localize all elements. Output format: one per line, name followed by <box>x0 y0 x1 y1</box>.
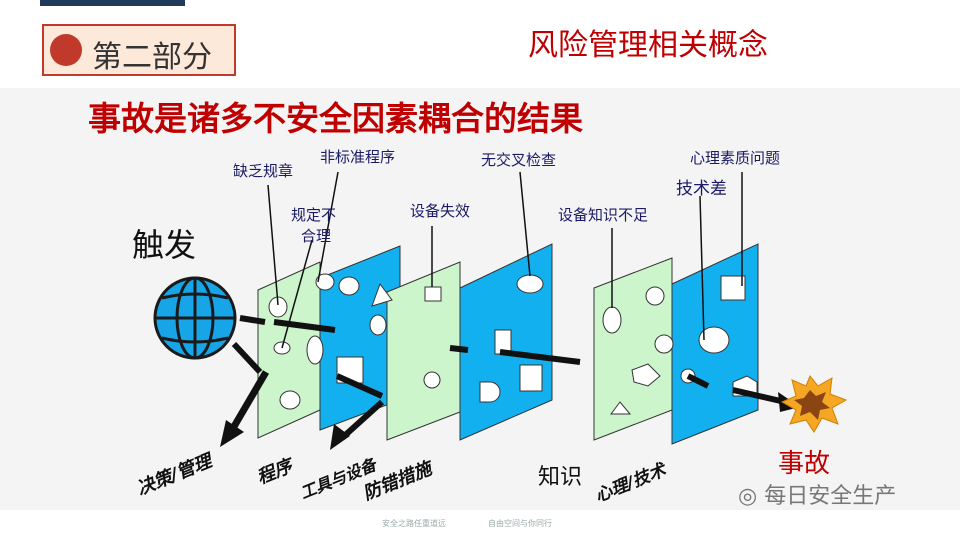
top-accent-bar <box>40 0 185 6</box>
layer-label-procedure: 程序 <box>254 455 298 489</box>
label-lack-rules: 缺乏规章 <box>233 162 293 180</box>
label-lack-equip-knowledge: 设备知识不足 <box>558 206 648 224</box>
layer-label-management: 决策/管理 <box>134 450 218 500</box>
footer-left: 安全之路任重道远 <box>382 519 446 528</box>
explosion-icon <box>780 375 848 433</box>
label-equip-fail: 设备失效 <box>410 202 470 220</box>
globe-icon <box>153 276 237 360</box>
label-psych: 心理素质问题 <box>690 149 780 167</box>
plane-tools <box>386 261 461 441</box>
section-badge: 第二部分 <box>42 24 236 76</box>
layer-label-psych-tech: 心理/技术 <box>592 460 670 507</box>
slide-heading: 事故是诸多不安全因素耦合的结果 <box>88 99 583 138</box>
label-rules-unreasonable-1: 规定不 <box>291 206 336 224</box>
trigger-label: 触发 <box>132 226 196 264</box>
footer-right: 自由空间与你同行 <box>488 519 552 528</box>
section-badge-label: 第二部分 <box>92 40 212 75</box>
label-rules-unreasonable-2: 合理 <box>301 227 331 245</box>
accident-label: 事故 <box>778 449 830 479</box>
layer-label-knowledge: 知识 <box>538 465 582 490</box>
watermark: ◎ 每日安全生产 <box>738 478 896 510</box>
label-poor-skill: 技术差 <box>676 179 727 199</box>
magnifier-icon <box>50 34 82 66</box>
label-nonstandard: 非标准程序 <box>320 148 395 166</box>
label-no-crosscheck: 无交叉检查 <box>481 151 556 169</box>
wechat-icon: ◎ <box>738 484 765 509</box>
page-title: 风险管理相关概念 <box>528 28 768 63</box>
watermark-text: 每日安全生产 <box>764 484 897 509</box>
